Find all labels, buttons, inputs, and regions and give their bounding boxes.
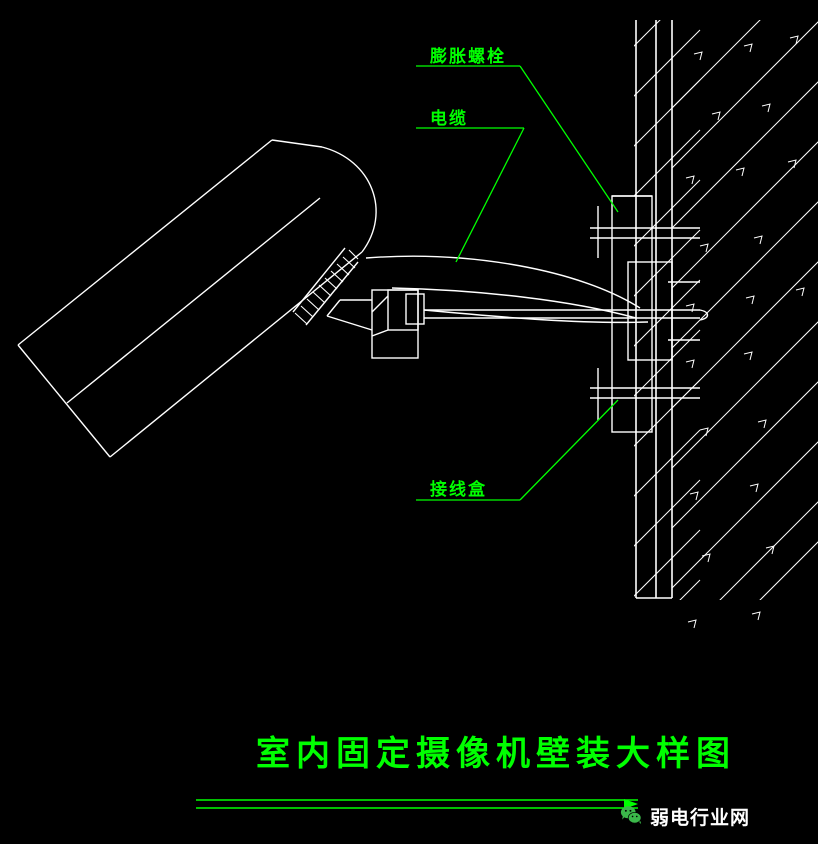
wall-hatch-main [672,20,818,600]
concrete-hatch-ticks [685,35,805,629]
wechat-icon [620,806,642,825]
camera-assembly [17,139,377,458]
drawing-title: 室内固定摄像机壁装大样图 [256,734,736,774]
camera-mount-bracket [365,255,709,324]
annotation-junction-box: 接线盒 [430,480,487,500]
title-underline [196,799,638,809]
annotation-cable: 电缆 [430,109,468,129]
footer-brand-label: 弱电行业网 [650,807,751,829]
threaded-stem [294,249,359,325]
annotation-expansion-bolt: 膨胀螺栓 [430,47,506,67]
junction-box-body [326,289,425,359]
wall-section-edges [635,20,673,599]
leader-lines [416,65,619,501]
